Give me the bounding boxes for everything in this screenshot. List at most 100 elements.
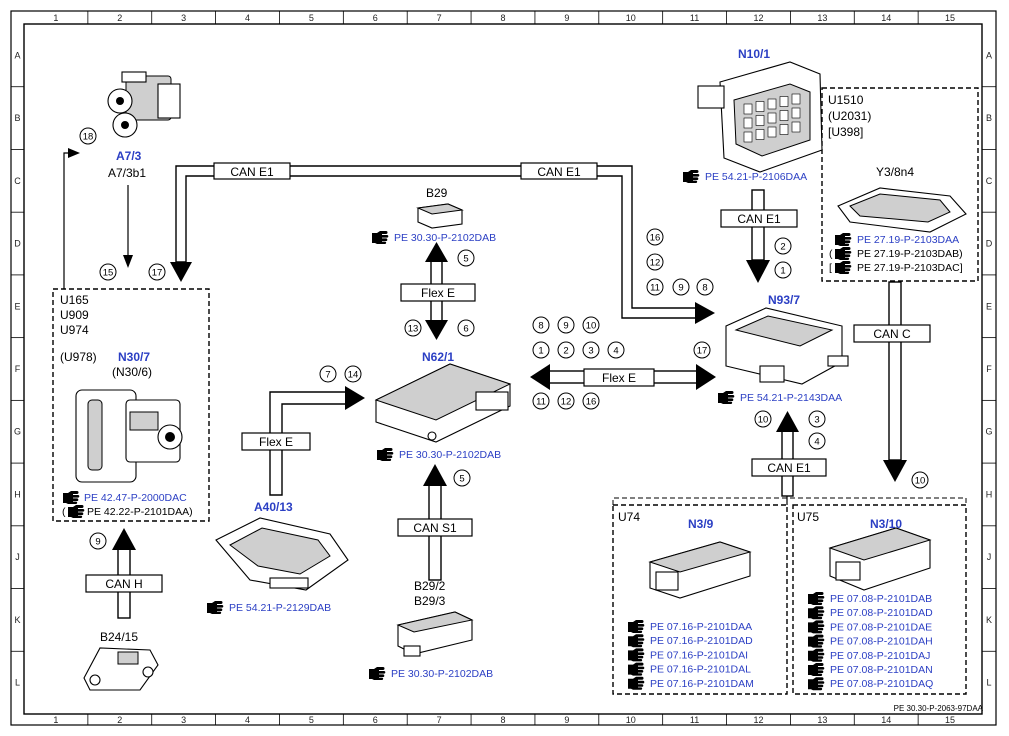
svg-text:[: [ bbox=[829, 262, 832, 274]
pointing-hand-icon bbox=[808, 663, 825, 676]
a7-3-component-image bbox=[107, 71, 181, 138]
grid-column-label: 2 bbox=[117, 715, 122, 725]
pointing-hand-icon bbox=[68, 505, 85, 518]
svg-text:7: 7 bbox=[325, 370, 330, 381]
svg-text:13: 13 bbox=[408, 324, 419, 335]
bus-label-can-e1-top-right: CAN E1 bbox=[520, 162, 598, 180]
grid-column-label: 12 bbox=[753, 13, 763, 23]
grid-column-label: 13 bbox=[817, 13, 827, 23]
n3-10-group-box bbox=[792, 504, 967, 695]
callout: 11 bbox=[646, 278, 664, 296]
manual-reference: PE 07.16-P-2101DAL bbox=[650, 664, 751, 676]
n62-1-labels: N62/1 PE 30.30-P-2102DAB bbox=[377, 350, 501, 461]
a40-13-labels: A40/13 PE 54.21-P-2129DAB bbox=[207, 500, 331, 614]
callout: 2 bbox=[557, 341, 575, 359]
callout: 4 bbox=[808, 432, 826, 450]
bus-label-can-h: CAN H bbox=[85, 574, 163, 593]
grid-column-label: 10 bbox=[626, 13, 636, 23]
grid-row-label: E bbox=[14, 301, 20, 311]
pointing-hand-icon bbox=[835, 247, 852, 260]
callout: 9 bbox=[672, 278, 690, 296]
n62-1-ref: PE 30.30-P-2102DAB bbox=[399, 449, 501, 461]
n62-1-id: N62/1 bbox=[422, 350, 454, 364]
grid-column-label: 9 bbox=[564, 715, 569, 725]
callout: 15 bbox=[99, 263, 117, 281]
svg-text:PE 27.19-P-2103DAC]: PE 27.19-P-2103DAC] bbox=[857, 262, 963, 274]
drawing-frame: 1122334455667788991010111112121313141415… bbox=[10, 10, 997, 726]
b24-15-component-image bbox=[83, 647, 159, 691]
callout: 17 bbox=[693, 341, 711, 359]
svg-text:2: 2 bbox=[780, 242, 785, 253]
svg-text:9: 9 bbox=[678, 283, 683, 294]
n30-7-id: N30/7 bbox=[118, 350, 150, 364]
svg-text:9: 9 bbox=[95, 537, 100, 548]
svg-text:(U978): (U978) bbox=[60, 350, 97, 364]
svg-text:CAN S1: CAN S1 bbox=[413, 521, 457, 535]
callout: 1 bbox=[532, 341, 550, 359]
a7-3-id: A7/3 bbox=[116, 149, 142, 163]
callout-numbers: 18 15 17 9 5 13 6 7 14 5 16 12 11 9 8 2 … bbox=[79, 127, 929, 550]
a7-3-labels: A7/3 A7/3b1 bbox=[108, 149, 146, 180]
svg-text:16: 16 bbox=[650, 233, 661, 244]
bus-label-flex-e-a40: Flex E bbox=[241, 432, 311, 451]
n93-7-id: N93/7 bbox=[768, 293, 800, 307]
pointing-hand-icon bbox=[628, 648, 645, 662]
svg-text:16: 16 bbox=[586, 397, 597, 408]
bus-label-can-c: CAN C bbox=[853, 324, 931, 343]
grid-row-label: A bbox=[14, 50, 20, 60]
svg-text:1: 1 bbox=[780, 266, 785, 277]
svg-text:(: ( bbox=[62, 506, 66, 518]
grid-column-label: 14 bbox=[881, 13, 891, 23]
n30-7-component-image bbox=[75, 389, 183, 483]
grid-row-label: J bbox=[987, 552, 992, 562]
grid-row-label: B bbox=[986, 113, 992, 123]
a40-13-ref: PE 54.21-P-2129DAB bbox=[229, 602, 331, 614]
manual-reference: PE 07.16-P-2101DAD bbox=[650, 635, 753, 647]
bus-label-can-e1-top-left: CAN E1 bbox=[213, 162, 291, 180]
pointing-hand-icon bbox=[808, 620, 825, 634]
pointing-hand-icon bbox=[808, 592, 825, 605]
svg-text:8: 8 bbox=[538, 321, 543, 332]
svg-text:12: 12 bbox=[561, 397, 572, 408]
grid-column-label: 15 bbox=[945, 715, 955, 725]
b29-ref: PE 30.30-P-2102DAB bbox=[394, 232, 496, 244]
a7-3-link bbox=[63, 148, 133, 289]
svg-text:CAN E1: CAN E1 bbox=[737, 212, 781, 226]
grid-row-label: D bbox=[986, 239, 993, 249]
svg-text:U165: U165 bbox=[60, 293, 89, 307]
callout: 9 bbox=[89, 532, 107, 550]
manual-reference: PE 07.08-P-2101DAH bbox=[830, 636, 933, 648]
pointing-hand-icon bbox=[808, 606, 825, 620]
grid-row-label: L bbox=[15, 678, 20, 688]
callout: 3 bbox=[808, 410, 826, 428]
svg-text:4: 4 bbox=[613, 346, 618, 357]
frame-grid-labels: 1122334455667788991010111112121313141415… bbox=[14, 13, 993, 725]
pointing-hand-icon bbox=[628, 620, 645, 633]
y3-8n4-group-box bbox=[821, 87, 979, 282]
n10-1-fuse-slots bbox=[743, 93, 801, 143]
svg-text:U909: U909 bbox=[60, 308, 89, 322]
fuse-slot bbox=[743, 117, 753, 129]
callout: 12 bbox=[557, 392, 575, 410]
callout: 12 bbox=[646, 253, 664, 271]
svg-text:PE 27.19-P-2103DAB): PE 27.19-P-2103DAB) bbox=[857, 248, 963, 260]
svg-text:15: 15 bbox=[103, 268, 114, 279]
y3-8n4-labels: U1510 (U2031) [U398] Y3/8n4 PE 27.19-P-2… bbox=[828, 93, 963, 274]
n3-10-component-image bbox=[828, 527, 932, 591]
grid-column-label: 4 bbox=[245, 715, 250, 725]
grid-row-label: B bbox=[14, 113, 20, 123]
n10-1-id: N10/1 bbox=[738, 47, 770, 61]
grid-column-label: 2 bbox=[117, 13, 122, 23]
svg-text:17: 17 bbox=[697, 346, 708, 357]
n3-9-id: N3/9 bbox=[688, 517, 714, 531]
pointing-hand-icon bbox=[835, 233, 852, 246]
b29-2-ref: PE 30.30-P-2102DAB bbox=[391, 668, 493, 680]
manual-reference: PE 07.16-P-2101DAA bbox=[650, 621, 752, 633]
fuse-slot bbox=[743, 131, 753, 143]
a40-13-component-image bbox=[215, 517, 349, 591]
svg-text:4: 4 bbox=[814, 437, 819, 448]
fuse-slot bbox=[755, 101, 765, 112]
callout: 8 bbox=[696, 278, 714, 296]
svg-text:PE 27.19-P-2103DAA: PE 27.19-P-2103DAA bbox=[857, 234, 959, 246]
n30-7-ref: PE 42.47-P-2000DAC bbox=[84, 492, 187, 504]
